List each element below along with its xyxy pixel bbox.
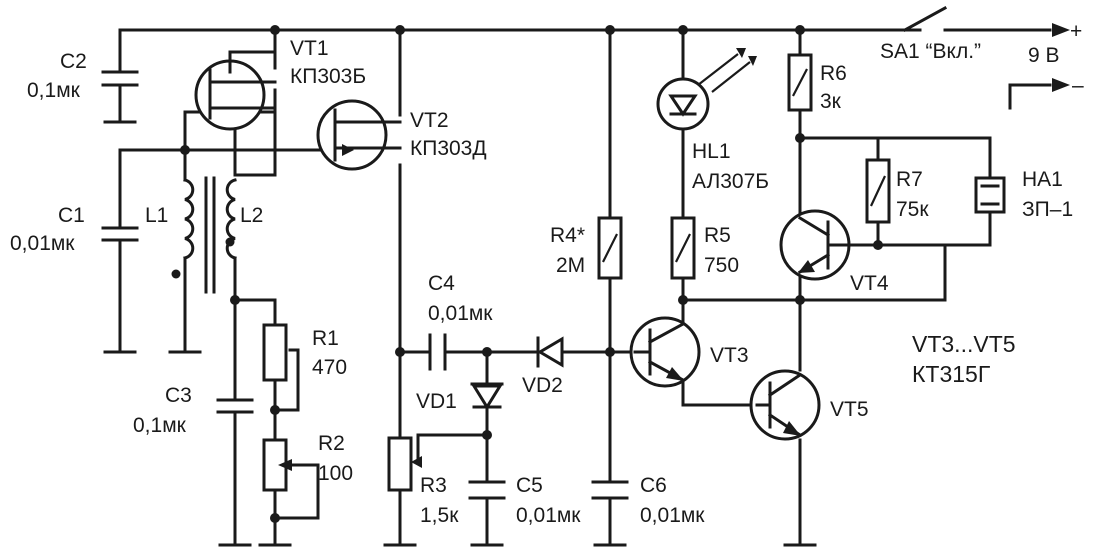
transistor-vt4	[779, 209, 851, 281]
switch-sa1	[902, 5, 948, 33]
resistor-r2	[262, 438, 292, 492]
c4-value: 0,01мк	[428, 302, 493, 325]
inductor-core	[204, 176, 216, 294]
hl1-type: АЛ307Б	[692, 170, 769, 193]
plus-label: +	[1070, 20, 1082, 43]
vt4-ref: VT4	[850, 272, 889, 295]
junction-dots	[180, 25, 883, 523]
r2-value: 100	[318, 462, 353, 485]
transistor-type-note: КТ315Г	[912, 361, 991, 387]
c6-value: 0,01мк	[640, 504, 705, 527]
ha1-type: ЗП–1	[1022, 198, 1073, 221]
hl1-ref: HL1	[692, 140, 731, 163]
transistor-range-note: VT3...VT5	[912, 331, 1016, 357]
r7-value: 75к	[896, 198, 929, 221]
transistor-vt5	[749, 369, 821, 441]
r7-ref: R7	[896, 168, 923, 191]
l1-ref: L1	[145, 204, 168, 227]
minus-label: –	[1072, 74, 1084, 97]
wires	[103, 28, 1052, 547]
vt2-type: КП303Д	[410, 137, 487, 160]
r4-ref: R4*	[550, 224, 585, 247]
vt1-ref: VT1	[290, 37, 329, 60]
c5-ref: C5	[516, 474, 543, 497]
capacitor-c6	[591, 480, 629, 500]
ha1-ref: HA1	[1022, 168, 1063, 191]
power-terminals	[1052, 23, 1070, 92]
capacitor-c2	[101, 70, 139, 87]
capacitor-c5	[468, 480, 506, 500]
c5-value: 0,01мк	[516, 504, 581, 527]
vt1-type: КП303Б	[290, 65, 366, 88]
l2-ref: L2	[240, 204, 263, 227]
r6-ref: R6	[820, 62, 847, 85]
r6-value: 3к	[820, 90, 842, 113]
r2-ref: R2	[318, 432, 345, 455]
resistor-r7	[865, 158, 891, 224]
capacitor-c4	[428, 333, 447, 371]
c2-ref: C2	[60, 50, 87, 73]
c3-ref: C3	[165, 384, 192, 407]
transistor-vt3	[629, 316, 701, 388]
c2-value: 0,1мк	[27, 79, 81, 102]
diode-vd1	[470, 382, 504, 410]
buzzer-ha1	[974, 176, 1006, 214]
transistor-vt2	[316, 99, 402, 171]
c3-value: 0,1мк	[133, 414, 187, 437]
vt5-ref: VT5	[830, 398, 869, 421]
r5-value: 750	[704, 254, 739, 277]
c1-ref: C1	[58, 204, 85, 227]
r1-value: 470	[312, 356, 347, 379]
r5-ref: R5	[704, 224, 731, 247]
vt3-ref: VT3	[710, 344, 749, 367]
capacitor-c3	[216, 398, 254, 414]
inductor-l1	[171, 178, 195, 279]
inductor-l2	[225, 178, 237, 260]
resistor-r5	[670, 216, 696, 280]
vd2-ref: VD2	[522, 374, 563, 397]
vt2-ref: VT2	[410, 109, 449, 132]
switch-label: SA1 “Вкл.”	[880, 40, 981, 63]
r4-value: 2М	[556, 254, 585, 277]
r3-ref: R3	[420, 474, 447, 497]
r3-value: 1,5к	[420, 504, 459, 527]
transistor-vt1	[194, 28, 277, 131]
vd1-ref: VD1	[416, 390, 457, 413]
c6-ref: C6	[640, 474, 667, 497]
c4-ref: C4	[428, 272, 455, 295]
resistor-r3	[387, 436, 422, 492]
diode-vd2	[536, 336, 564, 368]
r1-ref: R1	[312, 327, 339, 350]
c1-value: 0,01мк	[10, 232, 75, 255]
resistor-r4	[597, 216, 623, 280]
capacitor-c1	[101, 226, 139, 242]
resistor-r1	[262, 323, 288, 382]
resistor-r6	[787, 53, 813, 112]
voltage-label: 9 В	[1028, 44, 1060, 67]
led-hl1	[656, 48, 757, 131]
